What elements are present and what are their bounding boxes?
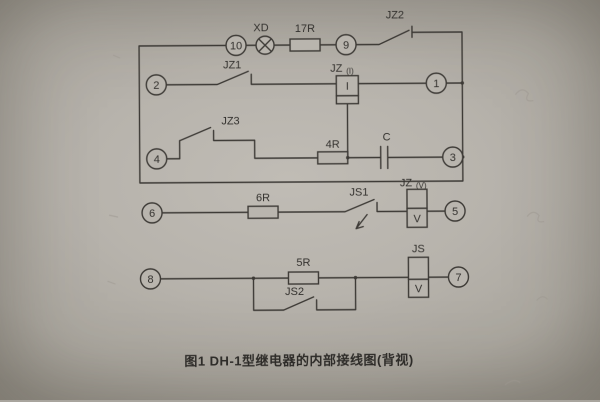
terminal-8 (139, 268, 162, 290)
resistor-4r-label: 4R (326, 139, 340, 151)
resistor-17r-label: 17R (295, 23, 315, 35)
relay-coil-jz-current (335, 74, 360, 105)
coil-jz-current-sub: (I) (346, 67, 354, 76)
capacitor-label: C (383, 131, 391, 143)
junction-dot (251, 276, 256, 280)
terminal-5 (444, 200, 466, 222)
terminal-4-label: 4 (154, 154, 160, 166)
figure-caption: 图1 DH-1型继电器的内部接线图(背视) (184, 352, 413, 368)
terminal-9 (335, 34, 357, 56)
terminal-9-label: 9 (343, 40, 349, 52)
coil-jz-voltage-sub: (V) (416, 181, 427, 190)
terminal-2 (145, 74, 167, 96)
resistor-5r-label: 5R (296, 257, 310, 269)
resistor-4r (317, 151, 349, 165)
terminal-10 (225, 34, 247, 57)
terminal-3 (442, 146, 464, 168)
coil-js-name: JS (412, 243, 425, 255)
junction-dot (460, 81, 464, 85)
terminal-6-label: 6 (149, 208, 155, 220)
relay-coil-js (407, 256, 430, 299)
coil-jz-current-core: I (346, 81, 349, 93)
terminal-7 (447, 266, 470, 288)
terminal-4 (146, 148, 168, 170)
terminal-5-label: 5 (452, 206, 458, 218)
contact-jz1-label: JZ1 (223, 59, 241, 71)
terminal-1 (425, 72, 447, 94)
coil-jz-voltage-core: V (413, 213, 421, 225)
terminal-2-label: 2 (153, 80, 159, 92)
contact-js1-label: JS1 (349, 187, 368, 199)
component-details (258, 38, 430, 281)
resistor-6r (247, 205, 279, 220)
contact-jz2-label: JZ2 (386, 9, 404, 21)
lamp-label: XD (253, 22, 268, 34)
scan-artifact (107, 54, 549, 386)
coil-js-core: V (415, 283, 423, 295)
junction-dot (346, 156, 350, 160)
coil-jz-voltage-name: JZ (400, 177, 413, 189)
resistor-6r-label: 6R (256, 192, 270, 204)
terminal-3-label: 3 (450, 152, 456, 164)
terminal-8-label: 8 (147, 274, 153, 286)
terminal-6 (141, 202, 163, 224)
terminal-1-label: 1 (433, 78, 439, 90)
circuit-wires (138, 25, 464, 311)
contact-jz3-label: JZ3 (221, 115, 239, 127)
terminal-10-label: 10 (230, 40, 242, 52)
resistor-5r (287, 271, 320, 285)
contact-js2-label: JS2 (285, 286, 304, 298)
coil-jz-current-name: JZ (330, 63, 343, 75)
terminal-7-label: 7 (455, 272, 461, 284)
junction-dot (353, 275, 358, 280)
resistor-17r (289, 38, 321, 52)
